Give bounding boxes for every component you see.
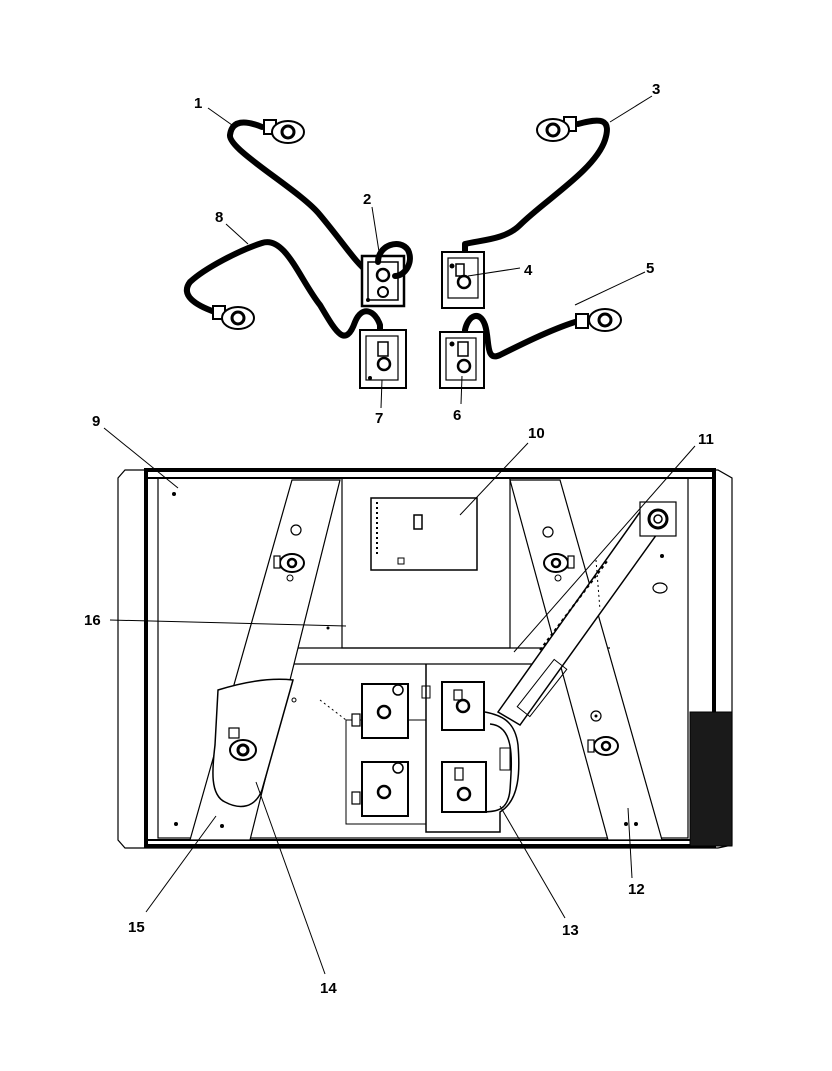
callout-1: 1 [194,95,202,112]
callout-6: 6 [453,407,461,424]
burner-tube-8 [183,239,383,348]
leader-lines [103,95,696,975]
callout-10: 10 [528,425,545,442]
installed-valve-d [441,761,487,813]
callout-15: 15 [128,919,145,936]
manifold-pipe-11 [496,501,677,726]
exploded-parts [183,116,622,389]
callout-13: 13 [562,922,579,939]
burner-tube-1 [227,119,371,275]
callout-4: 4 [524,262,533,279]
burner-tube-5 [462,308,622,360]
valve-2 [360,241,413,308]
orifice-holder-left [273,553,305,582]
callout-16: 16 [84,612,101,629]
valve-4 [441,251,485,309]
burner-box-assembly [117,468,733,849]
callout-9: 9 [92,413,100,430]
burner-tube-3 [462,116,610,265]
installed-valve-a [351,683,409,739]
callout-11: 11 [698,431,714,448]
installed-valve-b [441,681,485,731]
callout-2: 2 [363,191,371,208]
callout-14: 14 [320,980,337,997]
callout-7: 7 [375,410,383,427]
valve-cluster-13 [319,664,520,833]
orifice-holder-right [543,553,575,582]
orifice-holder-front-right [587,736,619,756]
burner-bracket-14 [212,678,294,808]
valve-7 [359,329,407,389]
callout-3: 3 [652,81,660,98]
callout-8: 8 [215,209,223,226]
installed-valve-c [351,761,409,817]
callout-labels: 1 2 3 4 5 6 7 8 9 10 11 12 13 14 15 16 [84,81,714,997]
callout-5: 5 [646,260,654,277]
spark-module-10 [370,497,478,571]
callout-12: 12 [628,881,645,898]
